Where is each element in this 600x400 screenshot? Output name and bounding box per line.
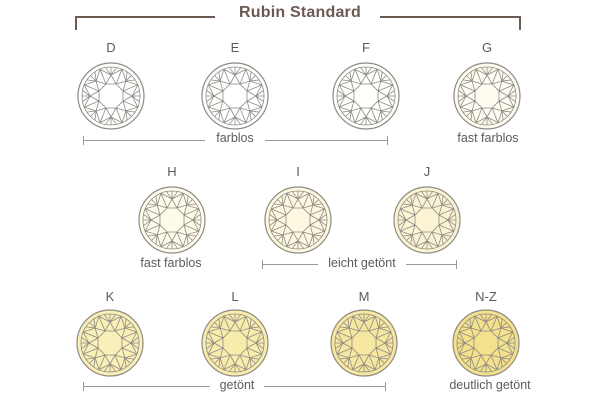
getoent-label: getönt: [210, 378, 264, 392]
header-frame-left: [75, 16, 215, 18]
diamond-m-icon: [330, 309, 398, 377]
diamond-d-icon: [77, 62, 145, 130]
grade-letter-f: F: [362, 40, 370, 55]
header-frame-right: [380, 16, 521, 18]
grade-letter-i: I: [296, 164, 300, 179]
grade-letter-e: E: [230, 40, 240, 55]
diamond-i-icon: [264, 186, 332, 254]
grade-letter-m: M: [358, 289, 370, 304]
grade-letter-h: H: [167, 164, 177, 179]
leicht-getoent-label: leicht getönt: [318, 256, 406, 270]
farblos-label: farblos: [205, 131, 265, 145]
diamond-l-icon: [201, 309, 269, 377]
diamond-j-icon: [393, 186, 461, 254]
getoent-range-tick-left: [83, 382, 84, 391]
grade-letter-l: L: [231, 289, 239, 304]
grade-letter-d: D: [106, 40, 116, 55]
grade-letter-j: J: [423, 164, 431, 179]
diamond-k-icon: [76, 309, 144, 377]
farblos-range-tick-right: [387, 136, 388, 145]
leicht-getoent-range-tick-left: [262, 260, 263, 269]
diamond-g-icon: [453, 62, 521, 130]
leicht-getoent-range-tick-right: [456, 260, 457, 269]
grade-letter-n-z: N-Z: [475, 289, 497, 304]
fast-farblos-label-h: fast farblos: [131, 256, 211, 270]
grade-letter-g: G: [481, 40, 493, 55]
diagram-title: Rubin Standard: [239, 4, 361, 21]
diamond-n-z-icon: [452, 309, 520, 377]
header-frame-right-drop: [519, 16, 521, 30]
diamond-e-icon: [201, 62, 269, 130]
diamond-h-icon: [138, 186, 206, 254]
header-frame-left-drop: [75, 16, 77, 30]
fast-farblos-label-g: fast farblos: [448, 131, 528, 145]
deutlich-getoent-label: deutlich getönt: [436, 378, 544, 392]
grade-letter-k: K: [105, 289, 115, 304]
diamond-f-icon: [332, 62, 400, 130]
farblos-range-tick-left: [83, 136, 84, 145]
getoent-range-tick-right: [385, 382, 386, 391]
